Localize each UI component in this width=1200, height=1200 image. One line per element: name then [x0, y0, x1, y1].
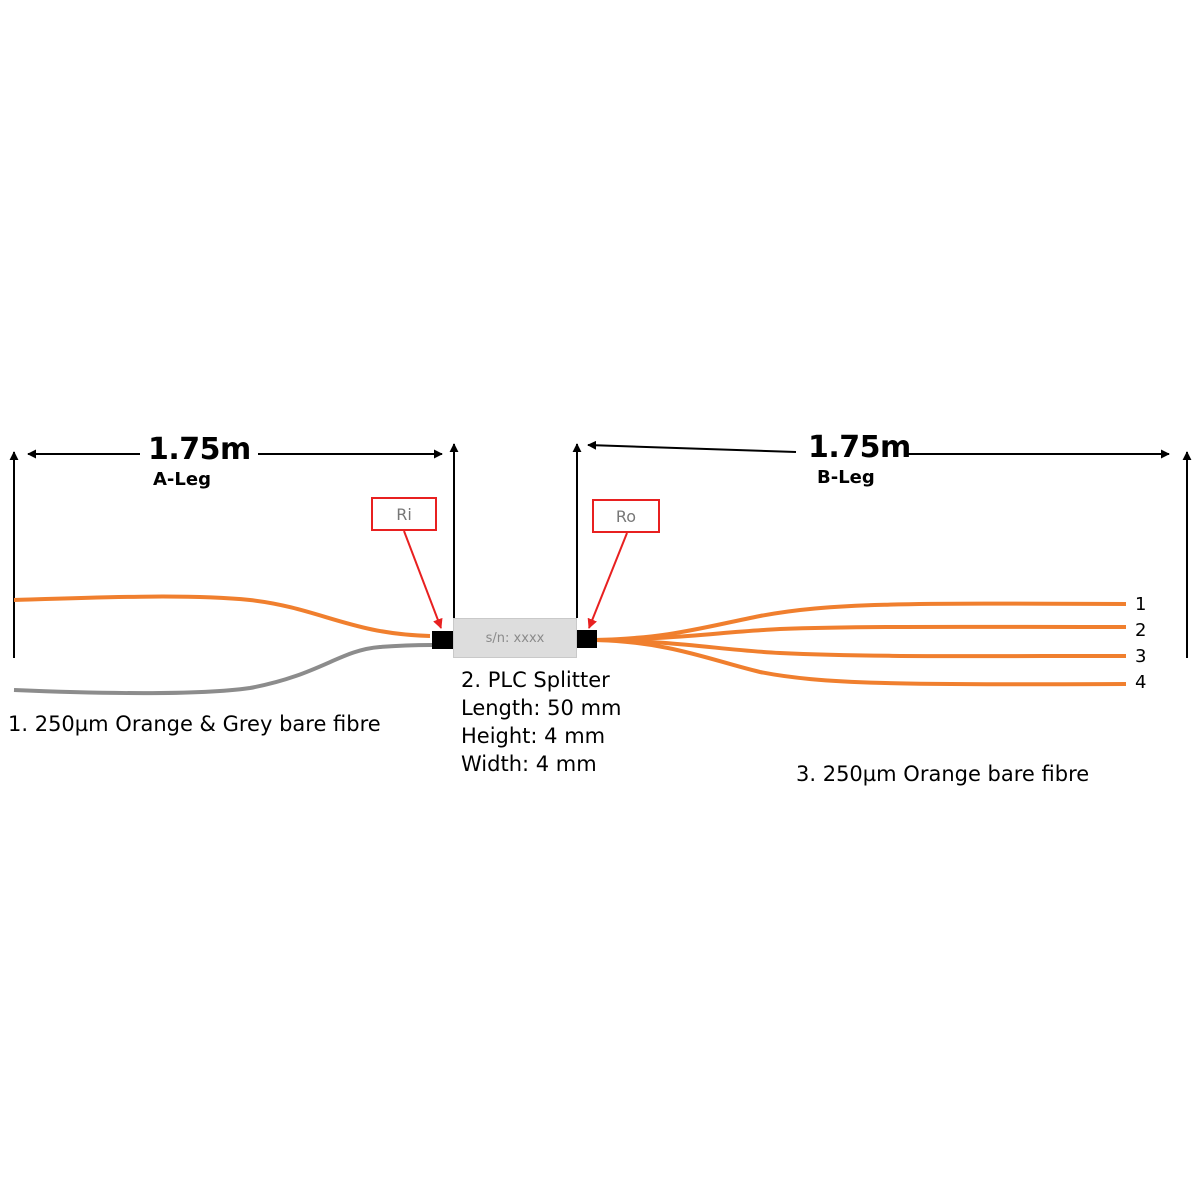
- ri-pointer-arrow: [403, 530, 443, 629]
- b-leg-name-label: B-Leg: [817, 467, 875, 488]
- b-leg-length-label: 1.75m: [808, 430, 911, 465]
- ri-marker: Ri: [371, 497, 437, 531]
- splitter-spec-block: 2. PLC Splitter Length: 50 mm Height: 4 …: [461, 666, 622, 778]
- input-fibre-caption: 1. 250µm Orange & Grey bare fibre: [8, 712, 381, 736]
- serial-number-label: s/n: xxxx: [485, 630, 545, 646]
- grey-input-fibre: [13, 643, 433, 696]
- output-fibre-caption: 3. 250µm Orange bare fibre: [796, 762, 1090, 786]
- output-fibre-1: [595, 601, 1127, 642]
- plc-splitter-body: s/n: xxxx: [453, 618, 577, 658]
- a-leg-name-label: A-Leg: [153, 469, 211, 490]
- ro-marker: Ro: [592, 499, 660, 533]
- port-number-4: 4: [1135, 672, 1147, 693]
- ro-pointer-arrow: [587, 532, 628, 629]
- splitter-length: Length: 50 mm: [461, 696, 622, 720]
- port-number-1: 1: [1135, 594, 1147, 615]
- output-fibre-3: [595, 638, 1127, 659]
- b-leg-dimension-arrow-left: [587, 440, 797, 453]
- input-boot: [432, 631, 454, 649]
- port-number-2: 2: [1135, 620, 1147, 641]
- splitter-height: Height: 4 mm: [461, 724, 606, 748]
- output-fibre-2: [595, 624, 1127, 642]
- splitter-title: 2. PLC Splitter: [461, 668, 610, 692]
- a-leg-length-label: 1.75m: [148, 432, 251, 467]
- output-fibre-4: [595, 638, 1127, 687]
- splitter-width: Width: 4 mm: [461, 752, 597, 776]
- output-boot: [577, 630, 597, 648]
- orange-input-fibre: [13, 594, 431, 638]
- port-number-3: 3: [1135, 646, 1147, 667]
